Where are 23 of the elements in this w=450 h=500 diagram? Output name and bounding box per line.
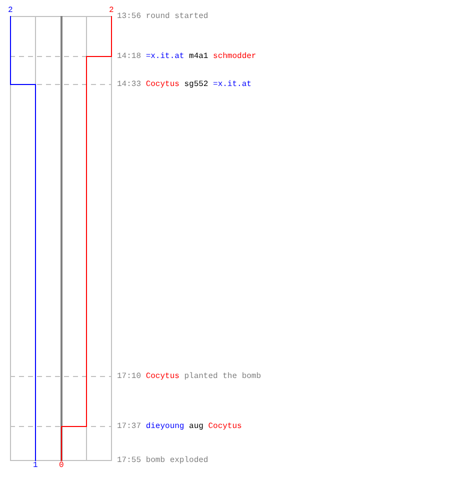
player-name: Cocytus — [208, 422, 242, 432]
player-name: =x.it.at — [146, 52, 184, 62]
timestamp: 17:10 — [117, 372, 142, 382]
weapon-name: sg552 — [184, 80, 208, 90]
player-name: Cocytus — [146, 372, 180, 382]
player-name: schmodder — [213, 52, 256, 62]
timestamp: 17:55 — [117, 456, 142, 466]
weapon-name: aug — [189, 422, 204, 432]
player-name: Cocytus — [146, 80, 180, 90]
player-count: 2 — [109, 6, 114, 16]
player-count: 2 — [8, 6, 13, 16]
event-text: bomb exploded — [146, 456, 208, 466]
player-count: 0 — [59, 461, 64, 471]
timestamp: 14:33 — [117, 80, 142, 90]
timestamp: 17:37 — [117, 422, 142, 432]
player-name: dieyoung — [146, 422, 184, 432]
event-text: round started — [146, 12, 208, 22]
player-name: =x.it.at — [213, 80, 252, 90]
timestamp: 14:18 — [117, 52, 142, 62]
event-text: planted the bomb — [184, 372, 262, 382]
weapon-name: m4a1 — [189, 52, 208, 62]
timestamp: 13:56 — [117, 12, 142, 22]
player-count: 1 — [33, 461, 38, 471]
